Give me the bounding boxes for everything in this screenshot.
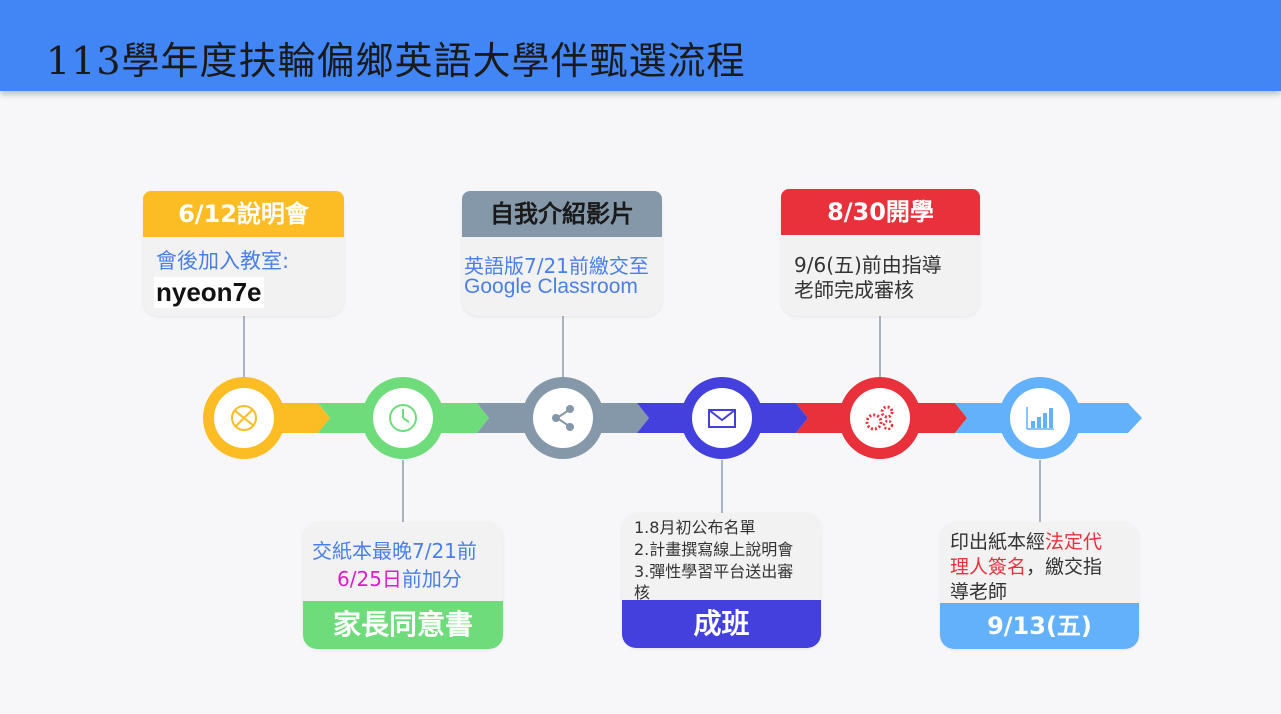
stage1-tab: 6/12說明會 [143,191,344,237]
stage6-line3: 導老師 [950,581,1008,603]
stage4-tab: 成班 [622,600,821,648]
bonus-date: 6/25日 [337,567,402,591]
stage5-line2: 老師完成審核 [794,278,914,302]
header-bar [0,0,1281,91]
stage6-line2a: 理人簽名 [950,556,1027,578]
stage6-line2b: ，繳交指 [1026,556,1103,578]
stage2-tab: 家長同意書 [303,601,503,649]
share-icon [522,377,604,459]
stage3-line2: Google Classroom [464,275,638,298]
stage5-line1: 9/6(五)前由指導 [794,253,942,277]
stage4-item-3: 3.彈性學習平台送出審 [634,562,794,581]
stage2-line2: 6/25日前加分 [337,563,462,592]
class-code: nyeon7e [154,277,264,308]
stage6-line1: 印出紙本經法定代 [950,527,1102,554]
stage4-item-4: 核 [634,583,651,602]
stage6-line2: 理人簽名，繳交指 [950,552,1102,579]
stage1-line1: 會後加入教室: [156,249,290,273]
bonus-text: 前加分 [401,567,462,591]
stage6-line1a: 印出紙本經 [950,531,1046,553]
stage6-tab: 9/13(五) [940,603,1139,649]
stage6-line1b: 法定代 [1045,531,1103,553]
bar-chart-icon [999,377,1081,459]
globe-icon [203,377,285,459]
mail-icon [681,377,763,459]
gears-icon [839,377,921,459]
stage2-line1: 交紙本最晚7/21前 [312,539,477,563]
stage4-item-1: 1.8月初公布名單 [634,518,756,537]
stage4-item-2: 2.計畫撰寫線上說明會 [634,540,794,559]
stage5-tab: 8/30開學 [781,189,980,235]
clock-icon [362,377,444,459]
stage3-line1: 英語版7/21前繳交至 [464,254,649,278]
stage3-tab: 自我介紹影片 [462,191,662,237]
page-title: 113學年度扶輪偏鄉英語大學伴甄選流程 [46,39,746,83]
